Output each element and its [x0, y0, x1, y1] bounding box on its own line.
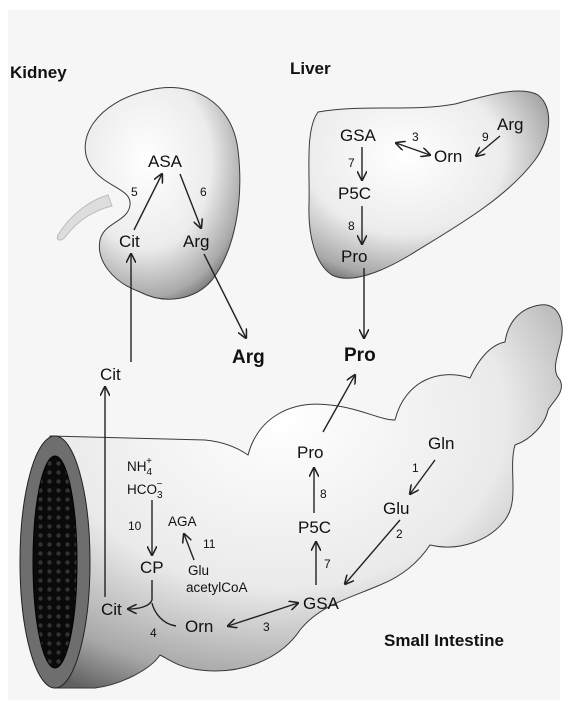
intestine-step-4: 4 [150, 626, 157, 640]
intestine-step-11: 11 [203, 537, 216, 551]
intestine-aga: AGA [168, 514, 197, 529]
liver-p5c: P5C [338, 184, 371, 203]
liver-arg: Arg [497, 115, 523, 134]
kidney-asa: ASA [148, 152, 183, 171]
intestine-orn: Orn [185, 617, 213, 636]
blood-pro: Pro [344, 345, 376, 366]
kidney-arg: Arg [183, 232, 209, 251]
intestine-pro: Pro [297, 443, 323, 462]
intestine-step-8: 8 [320, 487, 327, 501]
intestine-step-3: 3 [263, 620, 270, 634]
liver-step-8: 8 [348, 219, 355, 233]
intestine-cit: Cit [101, 600, 122, 619]
kidney-step-5: 5 [131, 185, 138, 199]
liver-label: Liver [290, 59, 331, 78]
intestine-p5c: P5C [298, 518, 331, 537]
kidney-label: Kidney [10, 63, 67, 82]
intestine-gln: Gln [428, 434, 454, 453]
liver-step-3: 3 [412, 130, 419, 144]
liver-step-9: 9 [482, 130, 489, 144]
intestine-glu: Glu [383, 499, 409, 518]
intestine-step-1: 1 [412, 461, 419, 475]
small-intestine-label: Small Intestine [384, 631, 504, 650]
liver-step-7: 7 [348, 156, 355, 170]
intestine-acetylcoa: acetylCoA [186, 580, 248, 595]
intestine-glu-label: Glu [188, 563, 209, 578]
intestine-step-10: 10 [128, 519, 142, 533]
intestine-cp: CP [140, 558, 164, 577]
liver-gsa: GSA [340, 126, 377, 145]
intestine-lumen [33, 456, 77, 668]
blood-arg: Arg [232, 347, 265, 368]
blood-cit: Cit [100, 365, 121, 384]
intestine-gsa: GSA [303, 594, 340, 613]
intestine-step-7: 7 [324, 557, 331, 571]
intestine-step-2: 2 [396, 527, 403, 541]
kidney-cit: Cit [119, 232, 140, 251]
liver-orn: Orn [434, 147, 462, 166]
liver-pro: Pro [341, 247, 367, 266]
kidney-step-6: 6 [200, 185, 207, 199]
